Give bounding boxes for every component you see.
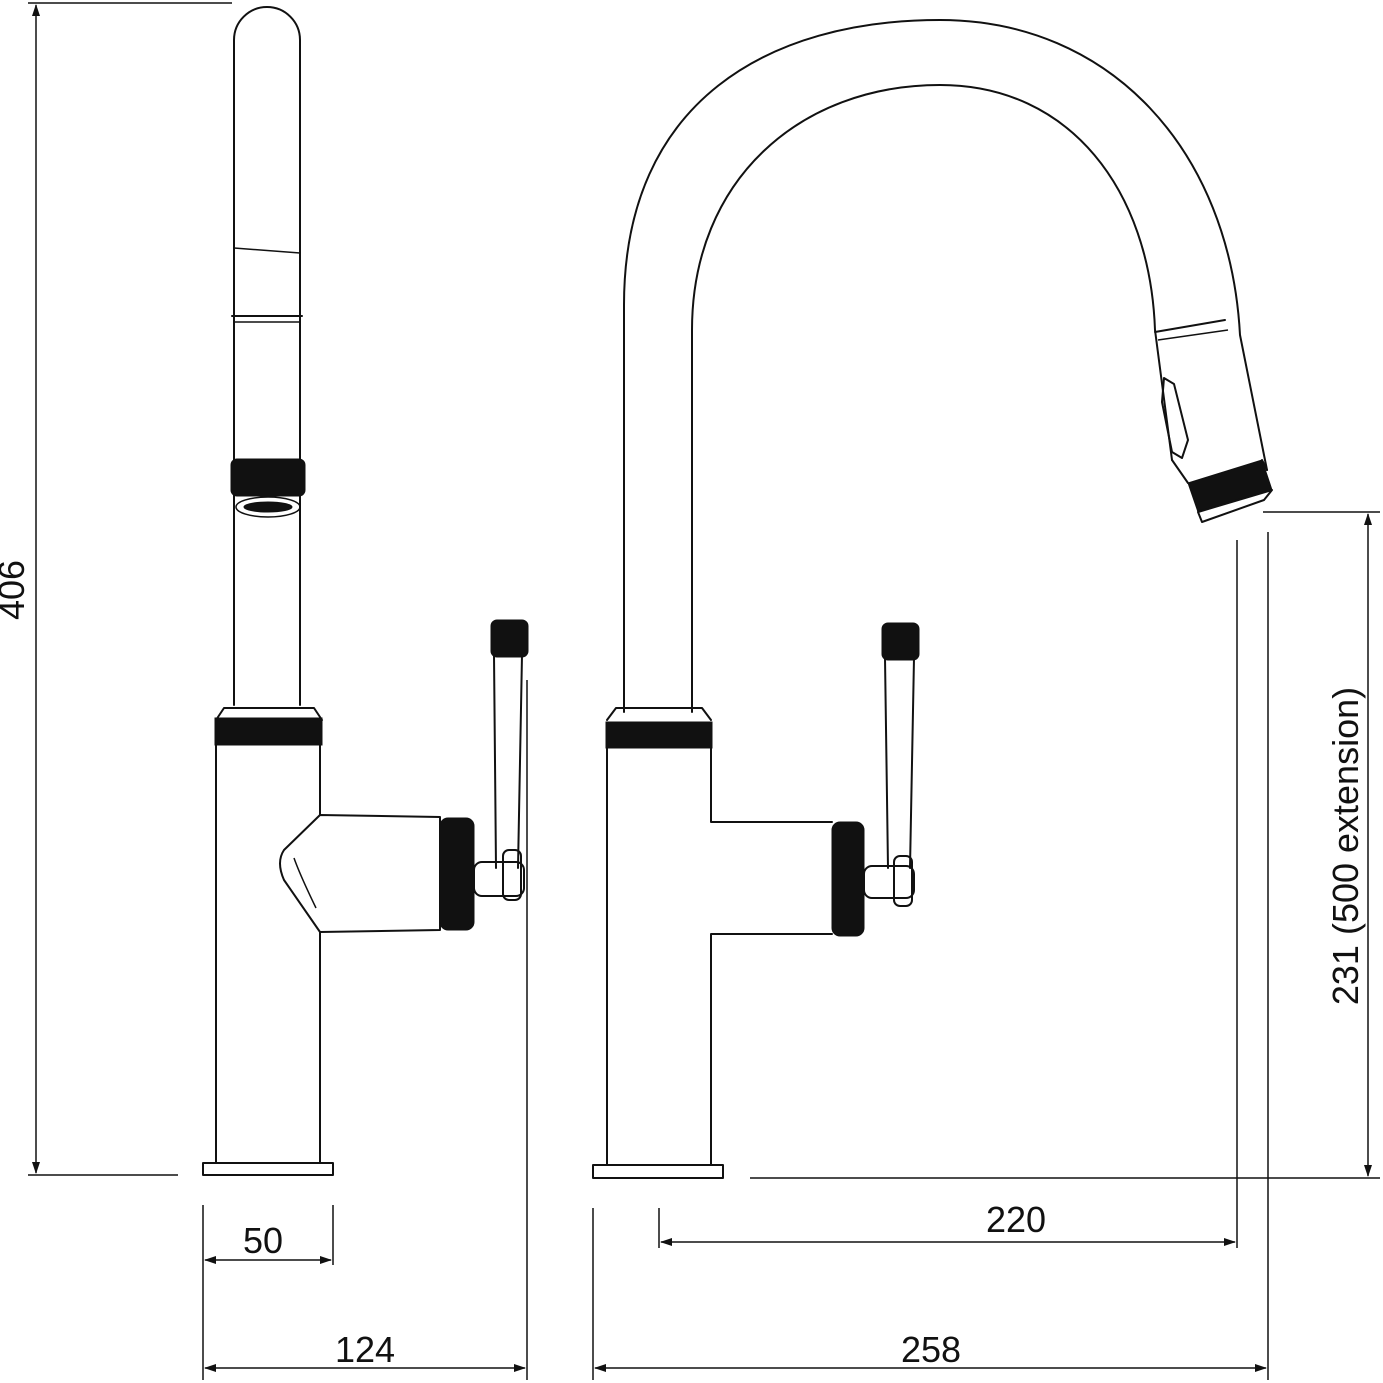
side-body xyxy=(606,747,833,1166)
front-lever-pivot xyxy=(502,849,522,901)
front-cartridge-knurl xyxy=(439,817,475,931)
front-spout-seam-upper xyxy=(233,247,301,254)
dimension-labels: 406 50 124 220 258 231 (500 extension) xyxy=(0,560,1366,1370)
dim-label-406: 406 xyxy=(0,560,32,620)
front-collar-knurl xyxy=(214,717,323,746)
dimension-lines xyxy=(28,2,1380,1380)
side-spray-head xyxy=(1171,459,1268,484)
front-base-plate xyxy=(202,1162,334,1176)
dim-label-124: 124 xyxy=(335,1329,395,1370)
dim-label-258: 258 xyxy=(901,1329,961,1370)
side-spray-button xyxy=(1161,377,1189,459)
front-spout-tube xyxy=(233,6,301,706)
side-cartridge-knurl xyxy=(831,821,865,937)
front-body-collar xyxy=(215,707,323,721)
front-view xyxy=(202,6,529,1176)
side-spray-band xyxy=(1154,319,1226,333)
front-lever-arm-right xyxy=(517,654,523,869)
dim-label-220: 220 xyxy=(986,1199,1046,1240)
side-lever-arm-right xyxy=(909,657,915,869)
side-lever-arm-left xyxy=(884,657,889,869)
front-aerator-ring xyxy=(230,458,306,497)
front-handle-housing xyxy=(279,814,441,933)
side-collar-knurl xyxy=(605,721,713,749)
front-lever-knob xyxy=(490,619,529,658)
front-lever-arm-left xyxy=(493,654,497,869)
front-body xyxy=(215,744,321,1164)
side-body-collar xyxy=(606,707,712,721)
side-gooseneck-inner xyxy=(691,84,1173,713)
side-lever-pivot xyxy=(893,855,913,907)
side-spray-band-2 xyxy=(1157,329,1229,341)
side-gooseneck-outer xyxy=(623,19,1268,713)
side-view xyxy=(592,19,1273,1179)
side-base-plate xyxy=(592,1164,724,1179)
dim-label-231: 231 (500 extension) xyxy=(1325,687,1366,1005)
side-spray-nozzle-ring xyxy=(1187,459,1273,513)
front-aerator-mesh xyxy=(243,501,293,513)
side-lever-knob xyxy=(881,622,920,661)
side-lever-stem xyxy=(863,865,915,899)
dim-label-50: 50 xyxy=(243,1220,283,1261)
front-lever-stem xyxy=(473,861,525,897)
side-spray-nozzle-tip xyxy=(1197,489,1273,523)
front-aerator-outlet xyxy=(235,496,301,518)
front-housing-bevel xyxy=(293,857,317,909)
